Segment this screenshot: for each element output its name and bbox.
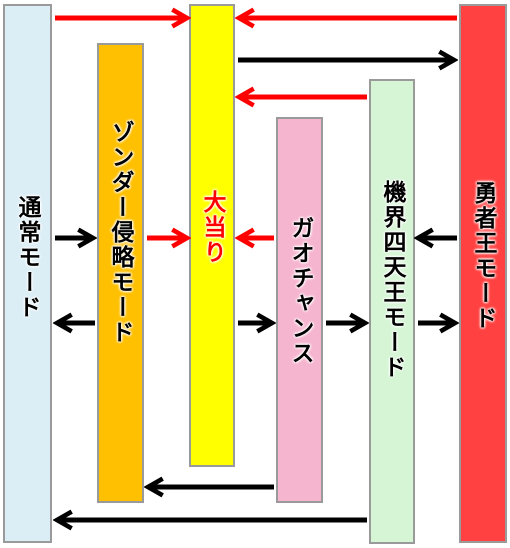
- normal-mode-label: 通常モード: [14, 195, 40, 320]
- gao-chance-label: ガオチャンス: [287, 216, 313, 366]
- four-kings-mode-label: 機界四天王モード: [379, 180, 405, 380]
- jackpot-label: 大当り: [199, 190, 225, 265]
- gao-chance-box: [276, 117, 323, 503]
- brave-king-mode-box: [459, 4, 507, 543]
- zonder-invasion-mode-label: ゾンダー侵略モード: [107, 120, 133, 345]
- brave-king-mode-label: 勇者王モード: [470, 181, 496, 331]
- normal-mode-box: [3, 4, 52, 543]
- four-kings-mode-box: [369, 79, 415, 544]
- zonder-invasion-mode-box: [97, 43, 144, 503]
